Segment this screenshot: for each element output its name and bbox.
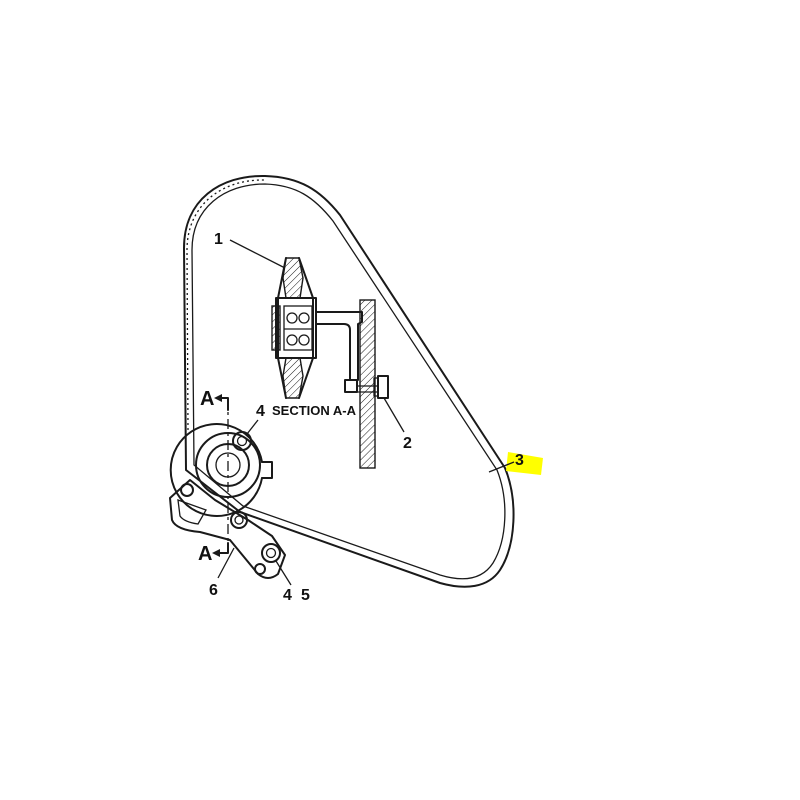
idler-arm <box>169 479 286 579</box>
nut-top <box>232 431 252 451</box>
callout-6: 6 <box>209 582 218 599</box>
callout-2: 2 <box>403 435 412 452</box>
bolt <box>344 375 389 399</box>
nut-bracket <box>180 483 248 529</box>
highlight-marker <box>506 452 543 475</box>
nut-bottom <box>261 543 281 563</box>
mounting-bracket <box>315 299 376 469</box>
section-marker-bottom: A <box>198 543 212 565</box>
belt <box>183 174 515 588</box>
callout-4-top: 4 <box>256 403 265 420</box>
leader-lines <box>217 239 515 586</box>
pulley <box>271 257 317 399</box>
callout-4-bottom: 4 <box>283 587 292 604</box>
callout-1: 1 <box>214 231 223 248</box>
callout-5: 5 <box>301 587 310 604</box>
section-marker-top: A <box>200 388 214 410</box>
section-label: SECTION A-A <box>272 403 357 418</box>
section-line <box>212 394 229 557</box>
callout-3: 3 <box>515 452 524 469</box>
